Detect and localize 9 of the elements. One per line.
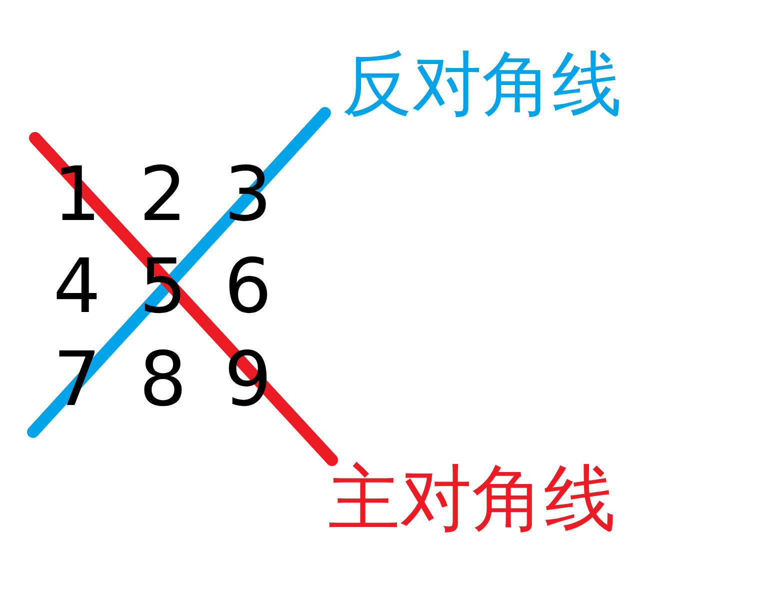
diagonal-line xyxy=(29,132,338,466)
grid-number: 2 xyxy=(139,164,187,224)
grid-number: 8 xyxy=(139,349,187,409)
diagonal-line xyxy=(27,107,331,438)
grid-number: 5 xyxy=(139,256,187,316)
diagonal-label: 反对角线 xyxy=(328,46,622,122)
grid-number: 6 xyxy=(224,256,272,316)
diagonal-label: 主对角线 xyxy=(326,460,616,536)
grid-number: 4 xyxy=(53,256,101,316)
